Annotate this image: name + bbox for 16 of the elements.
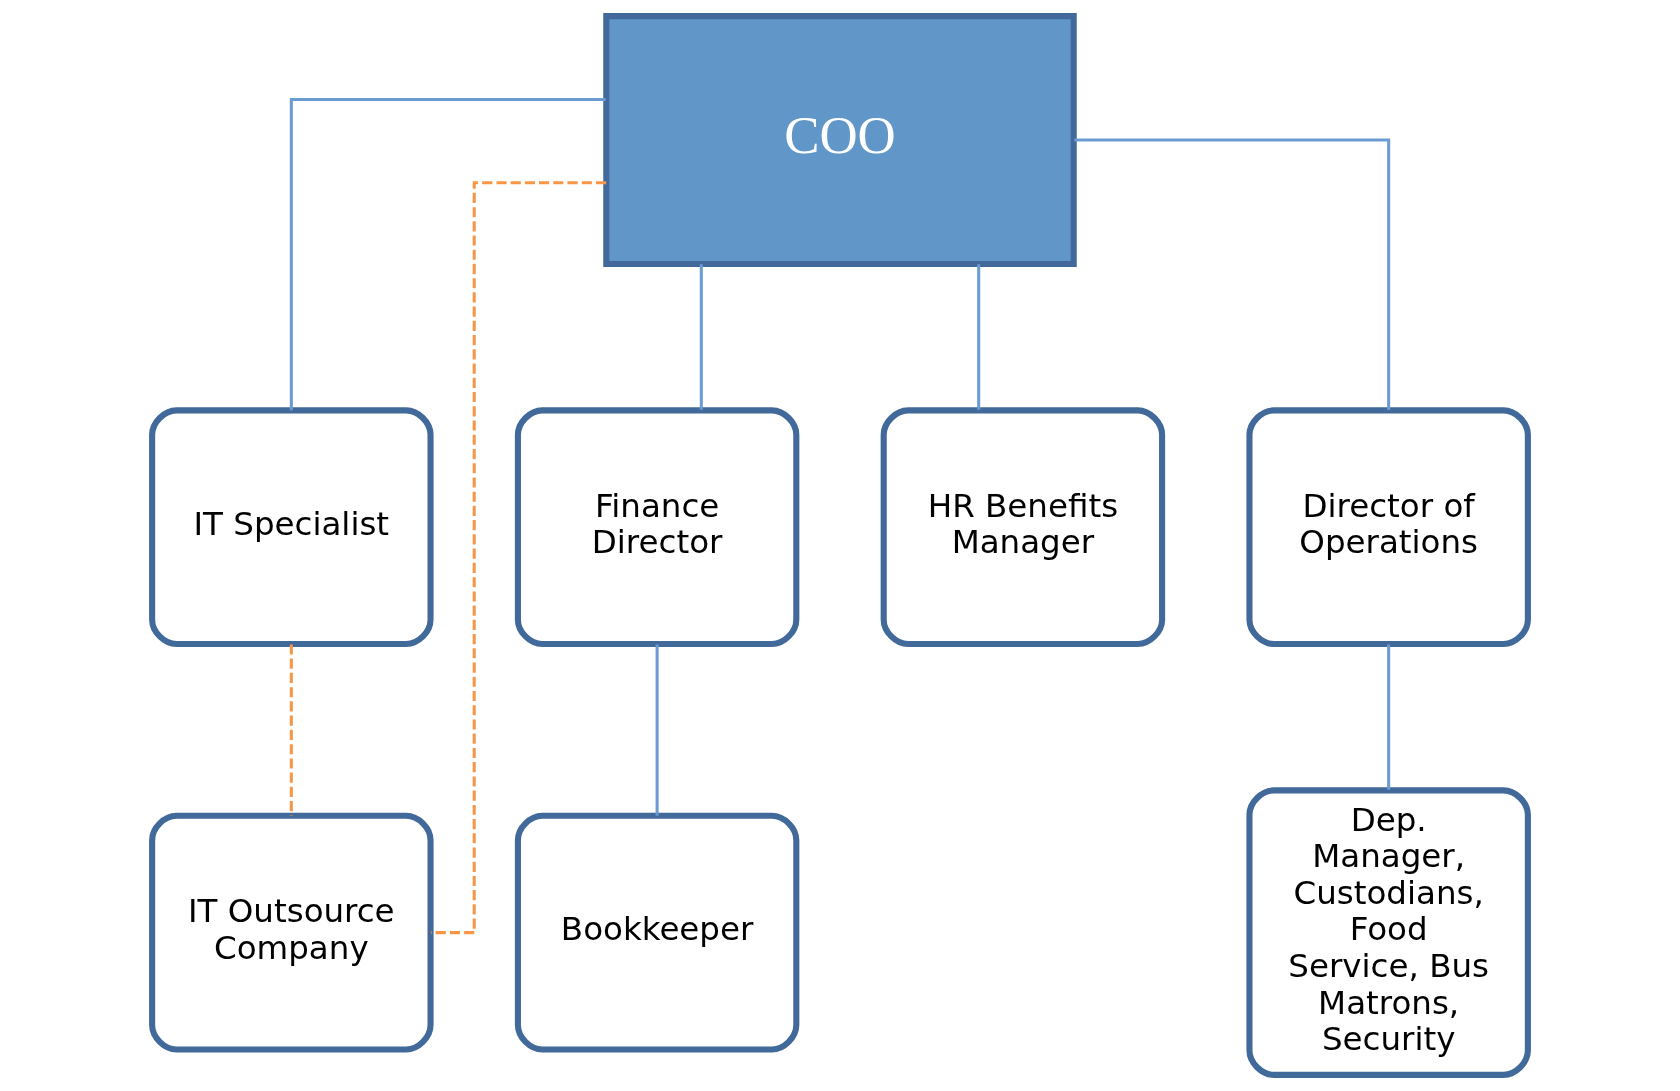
connector — [1074, 138, 1391, 410]
node-box: Director of Operations — [1246, 407, 1531, 648]
connector — [977, 264, 981, 410]
connector — [430, 181, 607, 935]
node-box: Finance Director — [514, 407, 800, 648]
connector — [289, 97, 606, 411]
node-box: Bookkeeper — [514, 812, 800, 1053]
connector — [699, 264, 703, 410]
node-box: Dep. Manager, Custodians, Food Service, Bus Matrons, Security — [1246, 787, 1531, 1078]
node-box: HR Benefits Manager — [880, 407, 1166, 648]
connector — [655, 644, 659, 816]
node-box: COO — [603, 13, 1077, 268]
node-box: IT Outsource Company — [149, 812, 434, 1053]
connector — [289, 644, 293, 816]
connector — [1387, 644, 1391, 790]
node-box: IT Specialist — [149, 407, 434, 648]
